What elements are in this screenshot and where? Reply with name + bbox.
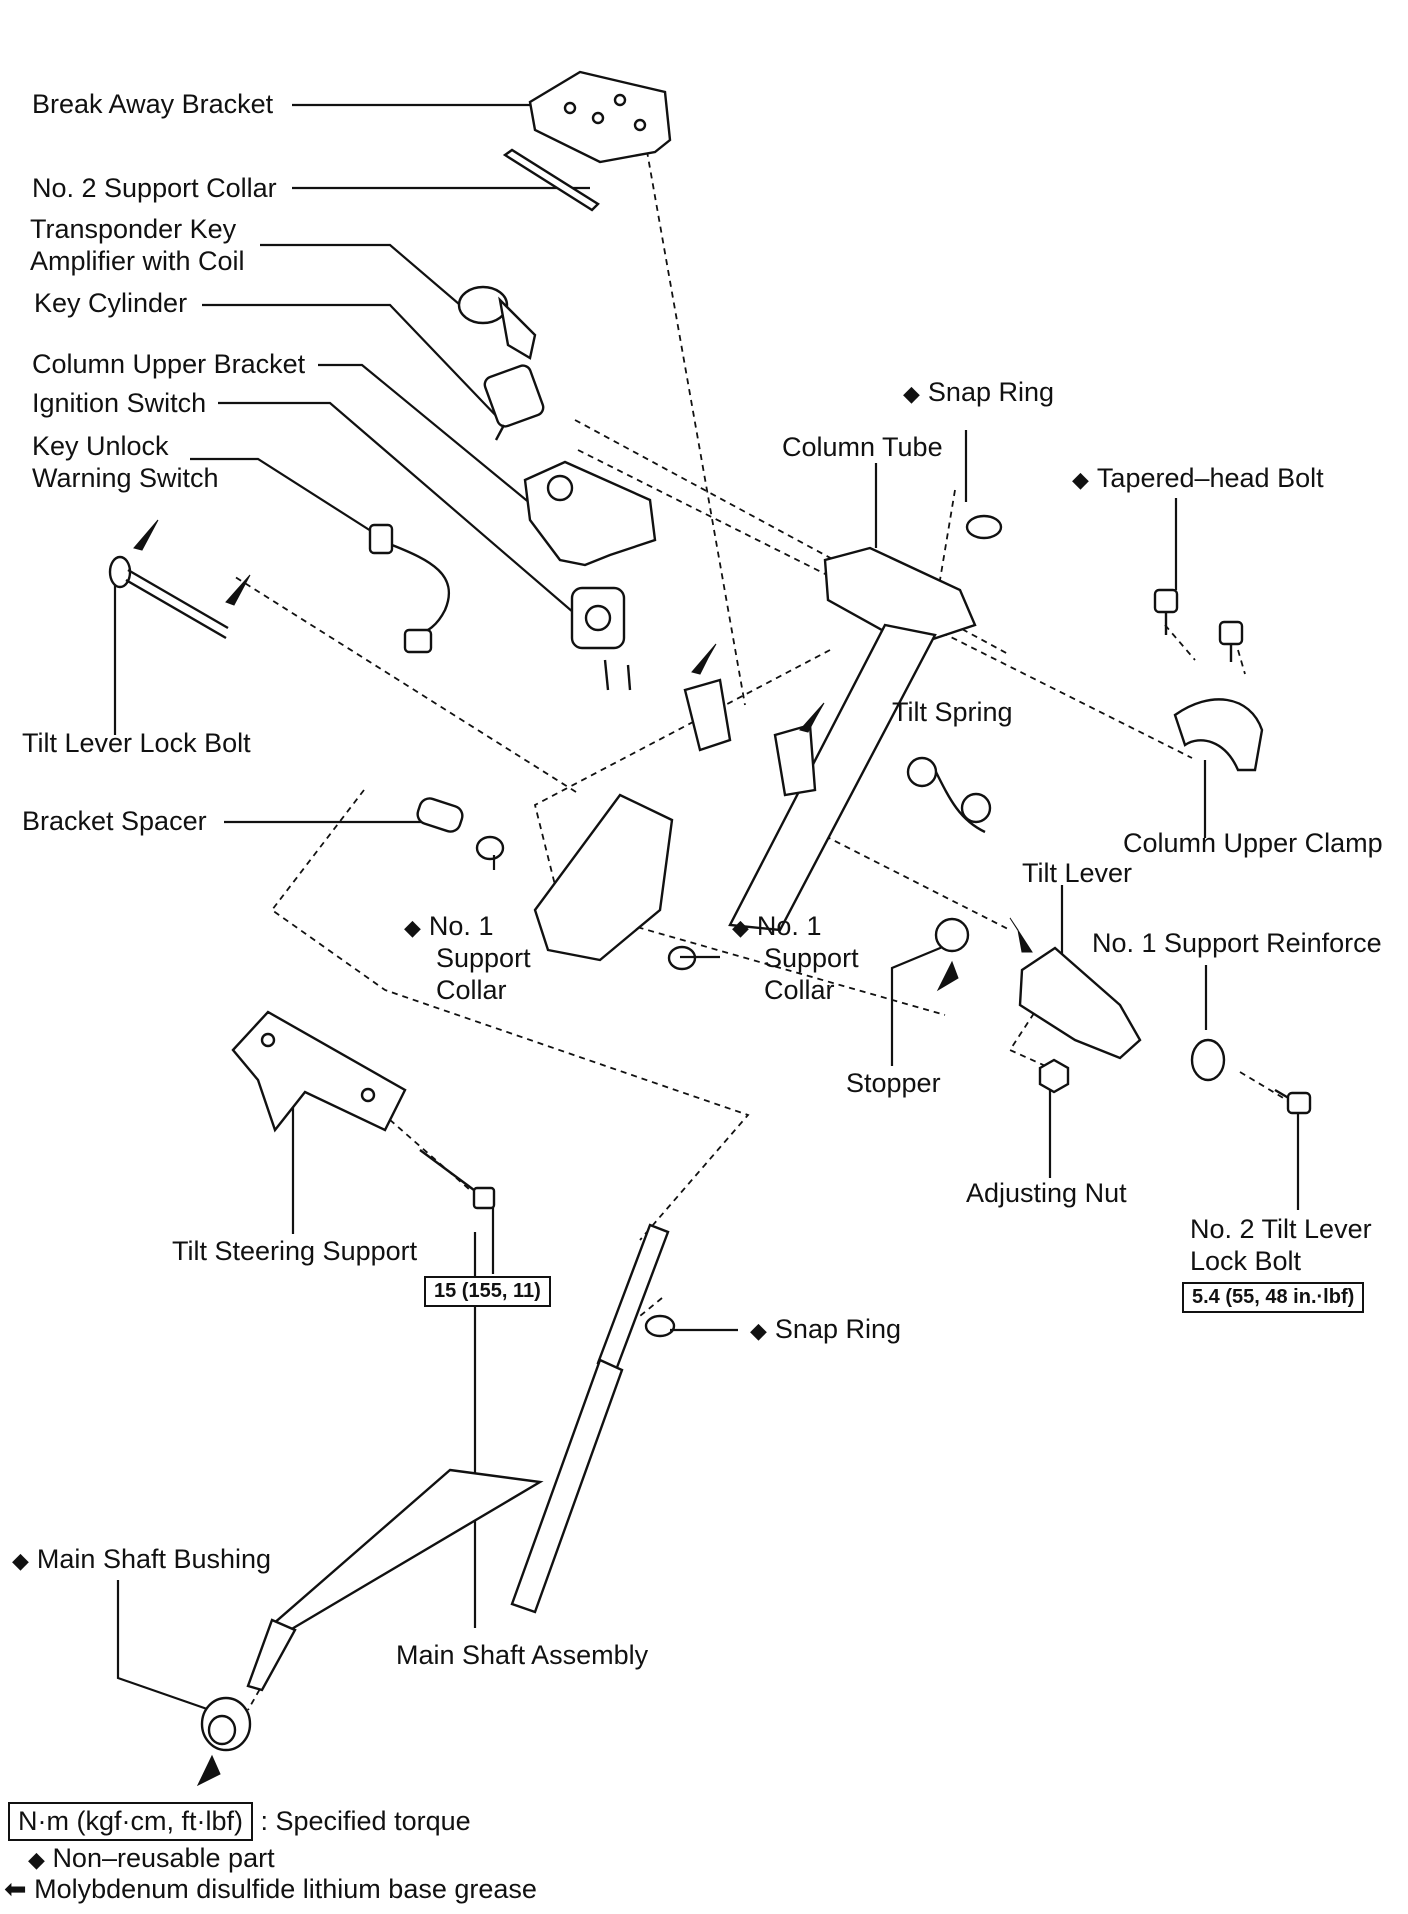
label-tilt-lever-lock-bolt: Tilt Lever Lock Bolt: [22, 728, 251, 758]
bracket-spacer-part: [416, 797, 464, 833]
break-away-bracket-part: [528, 70, 672, 164]
label-main-shaft-bushing-text: Main Shaft Bushing: [36, 1544, 272, 1574]
snap-ring-bottom-part: [644, 1314, 676, 1338]
nonreusable-marker: ◆: [750, 1318, 767, 1343]
label-key-unlock-warning-line1: Key Unlock: [32, 431, 169, 461]
legend-torque-text: : Specified torque: [260, 1806, 471, 1836]
label-no1-support-collar-left-line2: Support: [436, 943, 531, 973]
nonreusable-marker: ◆: [903, 381, 920, 406]
label-no1-support-collar-left-line3: Collar: [436, 975, 507, 1005]
legend-nonreusable: ◆ Non–reusable part: [28, 1843, 275, 1874]
no2-support-collar-part: [502, 148, 600, 212]
tilt-spring-part: [906, 756, 992, 834]
legend-grease-arrow-icon: ⬅: [4, 1874, 27, 1904]
nonreusable-marker: ◆: [732, 915, 749, 940]
tilt-steering-support-part: [231, 1010, 407, 1133]
transponder-key-amplifier-part: [457, 285, 537, 360]
label-tilt-lever: Tilt Lever: [1022, 858, 1133, 888]
label-snap-ring-top: ◆ Snap Ring: [903, 377, 1054, 409]
ignition-switch-part: [570, 586, 632, 691]
column-upper-bracket-part: [523, 460, 657, 567]
label-tilt-steering-support: Tilt Steering Support: [172, 1236, 418, 1266]
label-snap-ring-bottom-text: Snap Ring: [774, 1314, 902, 1344]
label-no1-support-collar-left-text: No. 1: [428, 911, 494, 941]
snap-ring-top-part: [965, 514, 1003, 540]
tilt-lever-part: [1018, 946, 1142, 1060]
label-no1-support-collar-right-line1: ◆ No. 1: [732, 911, 821, 943]
label-no1-support-collar-left-line1: ◆ No. 1: [404, 911, 493, 943]
label-key-cylinder: Key Cylinder: [34, 288, 188, 318]
main-shaft-assembly-part: [246, 1223, 670, 1692]
label-bracket-spacer: Bracket Spacer: [22, 806, 207, 836]
label-main-shaft-bushing: ◆ Main Shaft Bushing: [12, 1544, 271, 1576]
legend-grease-text: Molybdenum disulfide lithium base grease: [34, 1874, 537, 1904]
label-adjusting-nut: Adjusting Nut: [966, 1178, 1127, 1208]
label-tapered-head-bolt-text: Tapered–head Bolt: [1096, 463, 1324, 493]
column-lower-bracket-part: [533, 678, 817, 962]
label-no2-tilt-lever-lock-bolt-line1: No. 2 Tilt Lever: [1190, 1214, 1372, 1244]
legend-torque-unit: N·m (kgf·cm, ft·lbf): [8, 1802, 253, 1841]
label-no1-support-reinforce: No. 1 Support Reinforce: [1092, 928, 1382, 958]
nonreusable-marker: ◆: [12, 1548, 29, 1573]
label-snap-ring-bottom: ◆ Snap Ring: [750, 1314, 901, 1346]
label-no1-support-collar-right-text: No. 1: [756, 911, 822, 941]
label-no2-support-collar: No. 2 Support Collar: [32, 173, 277, 203]
legend-torque: N·m (kgf·cm, ft·lbf) : Specified torque: [8, 1802, 471, 1841]
label-tapered-head-bolt: ◆ Tapered–head Bolt: [1072, 463, 1324, 495]
no1-support-reinforce-part: [1190, 1038, 1226, 1082]
label-column-upper-bracket: Column Upper Bracket: [32, 349, 306, 379]
label-key-unlock-warning-line2: Warning Switch: [32, 463, 219, 493]
label-break-away-bracket: Break Away Bracket: [32, 89, 274, 119]
label-transponder-key-amplifier-line1: Transponder Key: [30, 214, 237, 244]
torque-spec-no2-tilt-lever-lock-bolt: 5.4 (55, 48 in.·lbf): [1182, 1282, 1365, 1313]
grease-arrows: [133, 519, 1033, 1787]
no2-tilt-lever-lock-bolt-part: [1274, 1088, 1312, 1115]
label-main-shaft-assembly: Main Shaft Assembly: [396, 1640, 649, 1670]
nonreusable-marker: ◆: [1072, 467, 1089, 492]
column-upper-clamp-part: [1173, 698, 1264, 772]
label-no2-tilt-lever-lock-bolt-line2: Lock Bolt: [1190, 1246, 1302, 1276]
label-column-upper-clamp: Column Upper Clamp: [1123, 828, 1383, 858]
stopper-part: [934, 917, 970, 953]
no1-support-collar-right-part: [667, 945, 697, 971]
legend-grease: ⬅ Molybdenum disulfide lithium base grea…: [4, 1874, 537, 1905]
leader-lines: [113, 103, 1300, 1712]
column-tube-part: [728, 546, 977, 932]
main-shaft-bushing-part: [200, 1696, 252, 1752]
legend-nonreusable-marker: ◆: [28, 1847, 45, 1872]
torque-spec-tilt-steering-support: 15 (155, 11): [424, 1276, 551, 1307]
adjusting-nut-part: [1038, 1058, 1070, 1094]
tilt-lever-lock-bolt-part: [108, 555, 229, 640]
no1-support-collar-left-part: [475, 835, 505, 861]
label-ignition-switch: Ignition Switch: [32, 388, 207, 418]
label-stopper: Stopper: [846, 1068, 941, 1098]
nonreusable-marker: ◆: [404, 915, 421, 940]
label-no1-support-collar-right-line3: Collar: [764, 975, 835, 1005]
label-column-tube: Column Tube: [782, 432, 943, 462]
tapered-head-bolt-part: [1153, 588, 1244, 662]
label-no1-support-collar-right-line2: Support: [764, 943, 859, 973]
tilt-steering-support-bolt-part: [419, 1149, 496, 1210]
legend-nonreusable-text: Non–reusable part: [52, 1843, 275, 1873]
label-tilt-spring: Tilt Spring: [892, 697, 1013, 727]
label-snap-ring-top-text: Snap Ring: [927, 377, 1055, 407]
key-unlock-warning-switch-part: [368, 523, 451, 654]
label-transponder-key-amplifier-line2: Amplifier with Coil: [30, 246, 245, 276]
key-cylinder-part: [483, 364, 545, 441]
